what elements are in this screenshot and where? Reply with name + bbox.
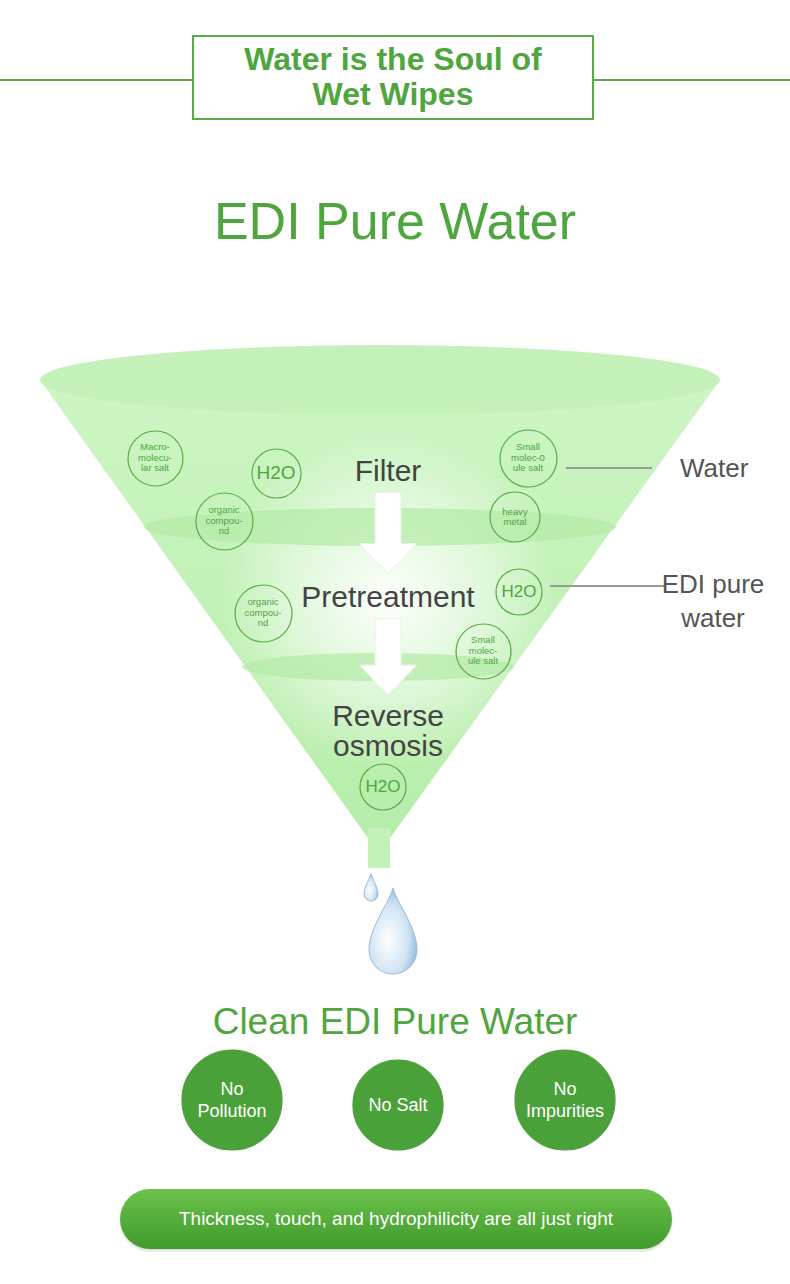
- circle-shape: [353, 1060, 443, 1150]
- node-text: organic compou- nd: [242, 597, 284, 628]
- node-text: Small molec- ule salt: [463, 635, 503, 666]
- circle-shape: [360, 764, 406, 810]
- node-text: Small molec-0 ule salt: [507, 442, 549, 473]
- water-circle: H2O: [251, 448, 302, 499]
- node-text: heavy metal: [495, 507, 535, 528]
- node-text: organic compou- nd: [203, 505, 245, 536]
- circle-shape: [456, 624, 511, 679]
- rule-line: [594, 79, 790, 81]
- flow-arrow: [359, 619, 417, 696]
- node-text: No Salt: [368, 1094, 427, 1117]
- stage-label: Pretreatment: [295, 576, 481, 617]
- title: EDI Pure Water: [0, 190, 790, 252]
- feature-circle: No Salt: [352, 1059, 444, 1151]
- circle-outline: [181, 1049, 283, 1151]
- node-text: Pretreatment: [301, 580, 474, 613]
- node-text: Filter: [355, 454, 422, 487]
- impurity-circle: heavy metal: [489, 491, 541, 543]
- leader-label: Water: [680, 452, 785, 486]
- circle-shape: [252, 449, 301, 498]
- circle-shape: [490, 492, 540, 542]
- water-circle: H2O: [495, 568, 543, 616]
- circle-outline: [514, 1049, 616, 1151]
- leader-line: [550, 585, 665, 587]
- feature-circle: No Impurities: [514, 1049, 616, 1151]
- funnel-cone: [40, 380, 720, 838]
- impurity-circle: organic compou- nd: [234, 584, 293, 643]
- leader-line: [566, 467, 652, 469]
- node-text: No Impurities: [523, 1078, 607, 1123]
- funnel-glow: [40, 380, 720, 838]
- section-heading: Clean EDI Pure Water: [0, 998, 790, 1046]
- impurity-circle: Small molec- ule salt: [455, 623, 512, 680]
- water-drop: [369, 888, 417, 974]
- circle-shape: [182, 1050, 282, 1150]
- circle-shape: [496, 569, 542, 615]
- node-text: H2O: [366, 778, 401, 797]
- node-text: Reverse osmosis: [313, 701, 463, 761]
- node-text: H2O: [502, 583, 537, 602]
- heading-box: Water is the Soul of Wet Wipes: [192, 35, 594, 120]
- impurity-circle: Macro- molecu- lar salt: [127, 430, 184, 487]
- node-text: Thickness, touch, and hydrophilicity are…: [179, 1208, 613, 1231]
- water-drop: [364, 874, 378, 901]
- impurity-circle: Small molec-0 ule salt: [499, 429, 558, 488]
- feature-circle: No Pollution: [181, 1049, 283, 1151]
- node-text: No Pollution: [190, 1078, 274, 1123]
- stage-label: Reverse osmosis: [307, 697, 469, 765]
- summary-pill: Thickness, touch, and hydrophilicity are…: [120, 1189, 672, 1249]
- stage-label: Filter: [349, 450, 428, 491]
- circle-shape: [196, 493, 253, 550]
- circle-shape: [500, 430, 557, 487]
- circle-shape: [515, 1050, 615, 1150]
- circle-shape: [128, 431, 183, 486]
- circle-shape: [235, 585, 292, 642]
- node-text: Macro- molecu- lar salt: [135, 442, 175, 473]
- node-text: Water is the Soul of Wet Wipes: [213, 42, 573, 112]
- node-text: H2O: [256, 463, 295, 484]
- water-circle: H2O: [359, 763, 407, 811]
- rule-line: [0, 79, 192, 81]
- flow-arrow: [359, 493, 417, 574]
- leader-label: EDI pure water: [638, 568, 788, 636]
- impurity-circle: organic compou- nd: [195, 492, 254, 551]
